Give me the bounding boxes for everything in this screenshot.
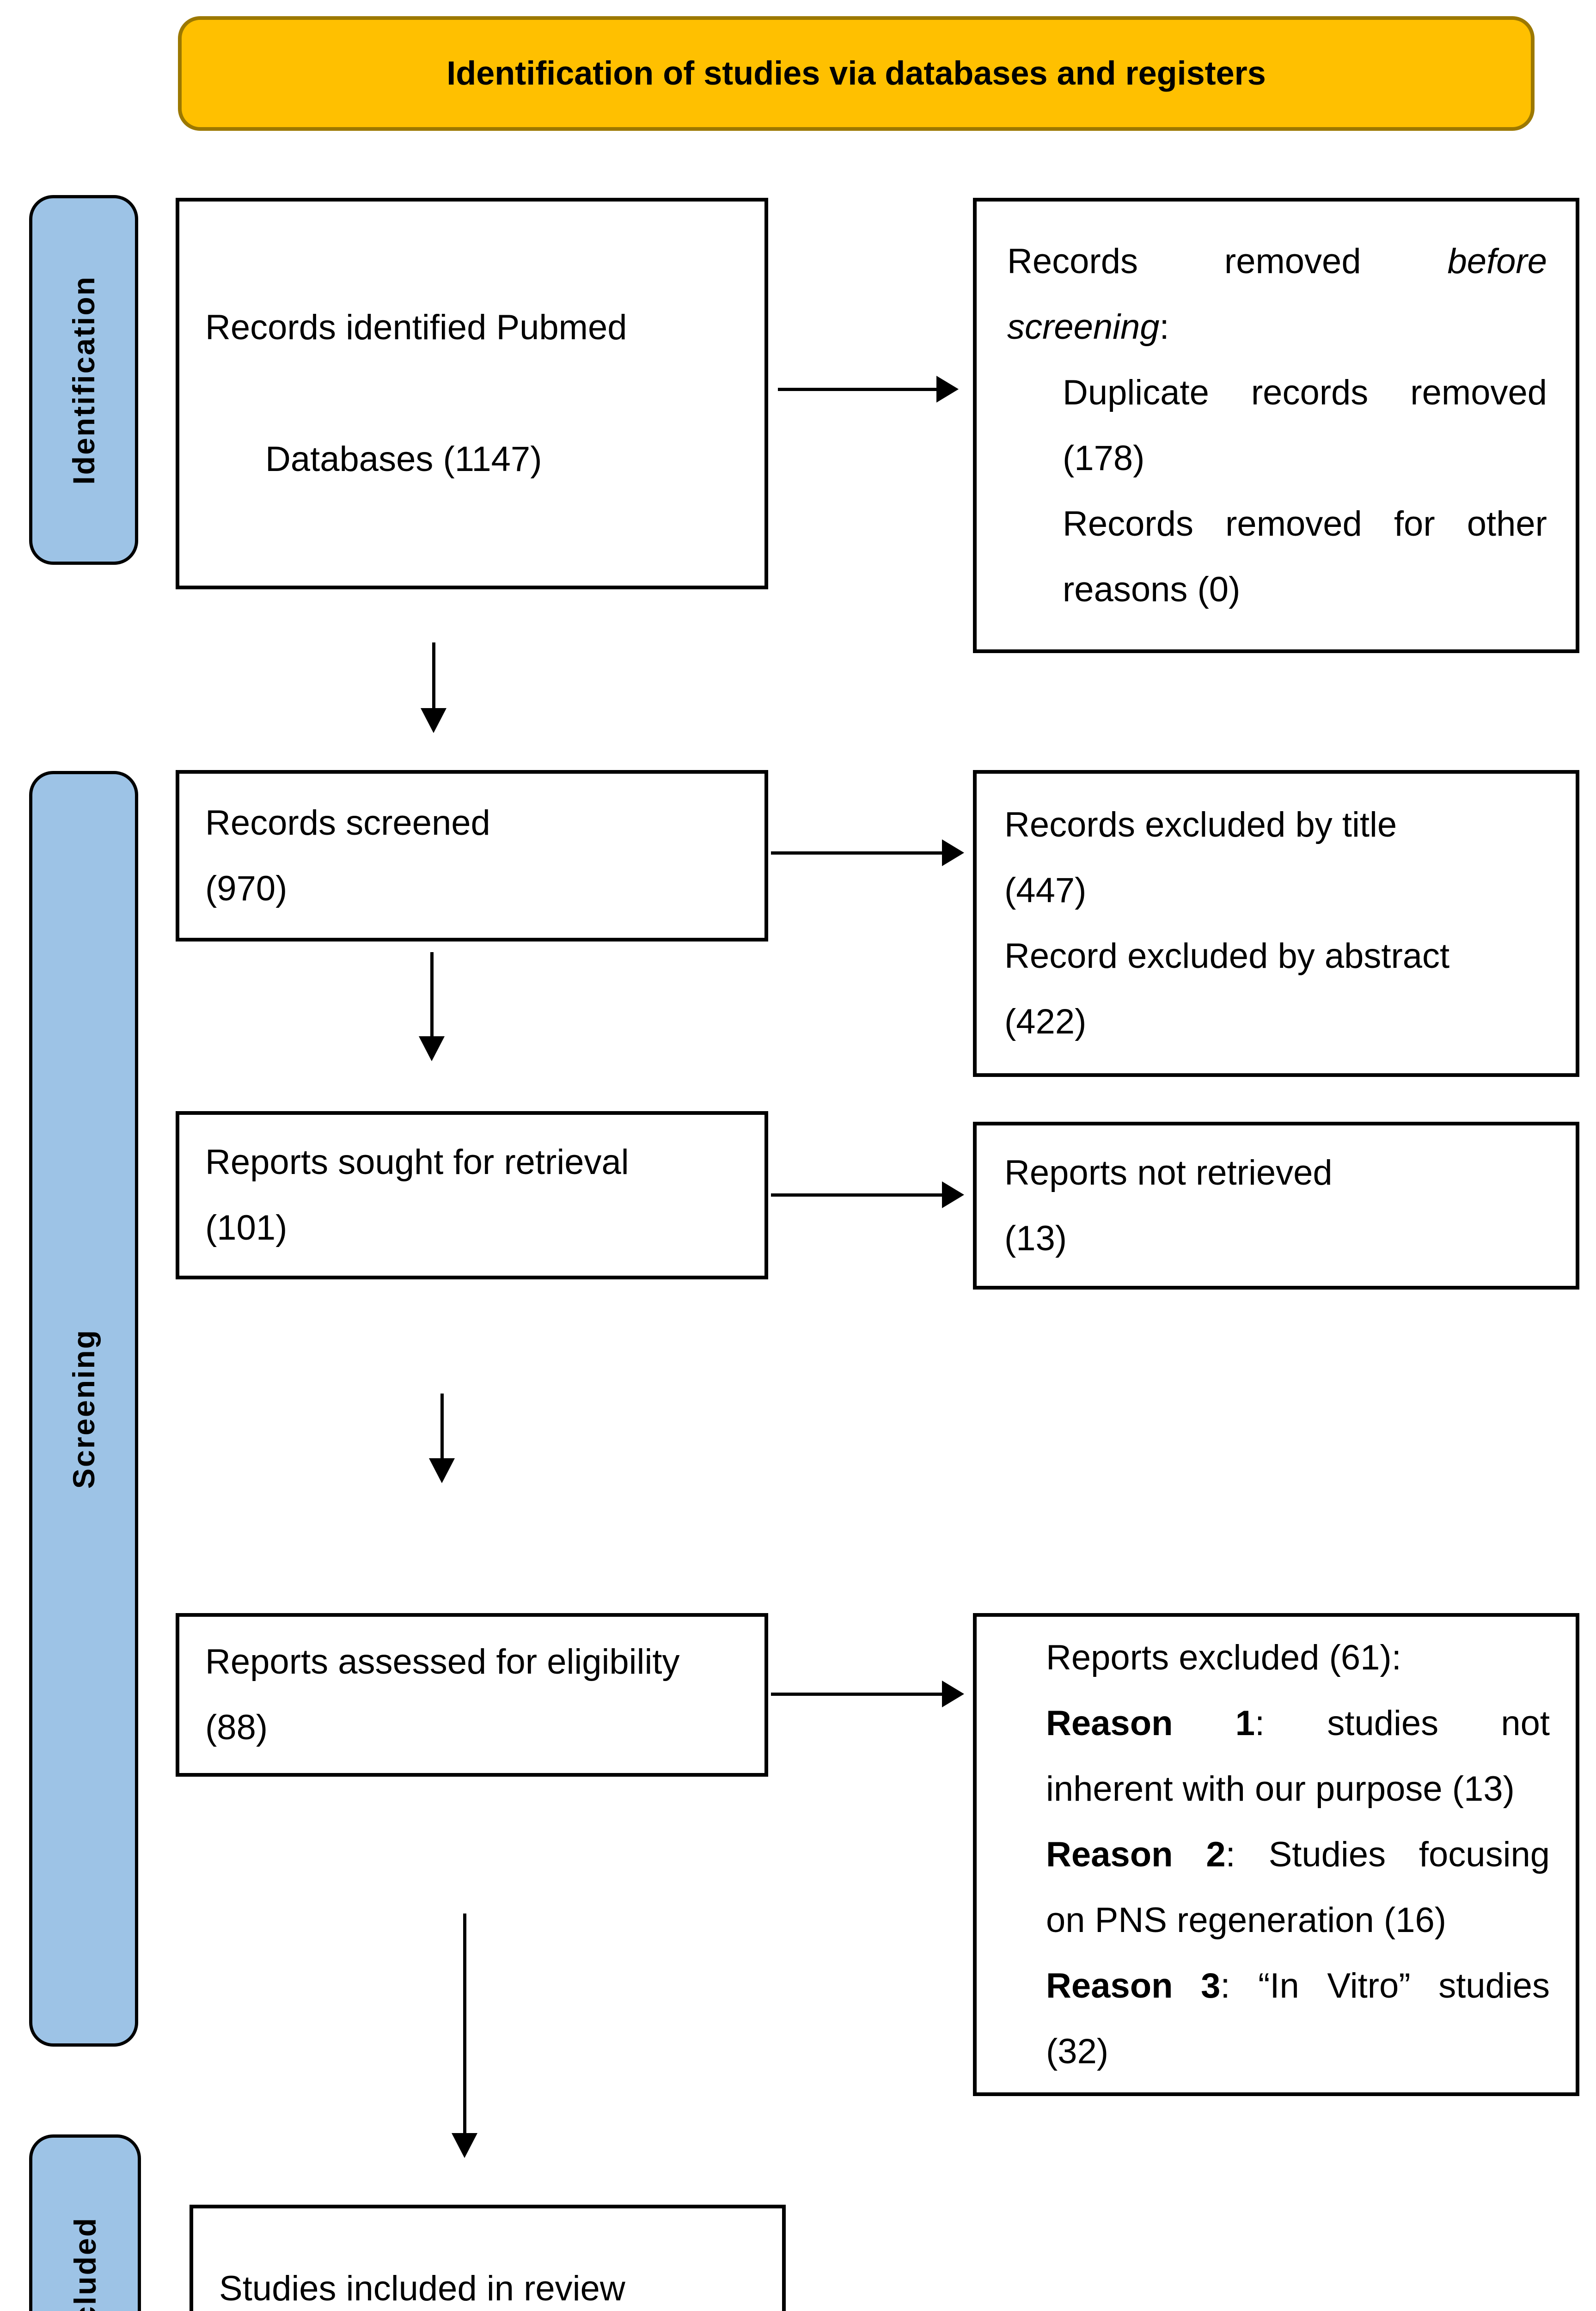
text-segment: Databases (1147) (265, 440, 542, 479)
arrow-head (942, 1181, 964, 1208)
text-line: (178) (1007, 426, 1547, 491)
text-segment: Reports not retrieved (1004, 1153, 1333, 1192)
arrow-stem (778, 388, 937, 391)
text-segment: Records removed (1007, 241, 1448, 281)
text-line: (13) (1004, 1206, 1557, 1272)
text-line: on PNS regeneration (16) (1046, 1888, 1550, 1953)
text-segment: (447) (1004, 871, 1087, 910)
text-line: Duplicate records removed (1007, 360, 1547, 426)
text-segment: : (1159, 307, 1169, 347)
arrow-head (942, 1681, 964, 1707)
text-line: Records excluded by title (1004, 792, 1557, 858)
text-line: (32) (1046, 2019, 1550, 2085)
arrow-stem (771, 851, 943, 855)
stage-label-identification: Identification (29, 195, 138, 565)
text-line: inherent with our purpose (13) (1046, 1756, 1550, 1822)
text-segment: before (1447, 241, 1547, 281)
box-reports-sought-for-retrieval: Reports sought for retrieval (101) (176, 1111, 768, 1279)
box-studies-included-in-review: Studies included in review(n =27) (190, 2205, 786, 2311)
text-segment: Reports sought for retrieval (205, 1143, 629, 1182)
text-segment: inherent with our purpose (13) (1046, 1769, 1515, 1809)
box-reports-excluded-reasons: Reports excluded (61): Reason 1: studies … (973, 1613, 1579, 2096)
text-line: Reports excluded (61): (1046, 1625, 1550, 1691)
box-records-excluded: Records excluded by title (447) Record exc… (973, 770, 1579, 1077)
text-line: Records identified Pubmed (205, 295, 751, 361)
text-line: (88) (205, 1695, 755, 1761)
text-segment: Studies included in review (219, 2269, 625, 2308)
arrow-stem (463, 1914, 466, 2134)
text-line: Databases (1147) (205, 427, 751, 492)
arrow-stem (771, 1693, 943, 1696)
arrow-stem (440, 1394, 444, 1460)
box-reports-not-retrieved: Reports not retrieved (13) (973, 1122, 1579, 1290)
text-line: (970) (205, 856, 751, 922)
text-segment: (13) (1004, 1218, 1067, 1258)
text-line: Reason 1: studies not (1046, 1691, 1550, 1756)
text-line: Records screened (205, 790, 751, 856)
arrow-head (936, 376, 959, 403)
arrow-head (452, 2133, 477, 2158)
text-line: Reports not retrieved (1004, 1140, 1557, 1206)
banner-label: Identification of studies via databases … (446, 55, 1266, 92)
text-segment: Reports assessed for eligibility (205, 1642, 680, 1681)
arrow-stem (771, 1193, 943, 1197)
text-line: (101) (205, 1195, 751, 1261)
arrow-head (419, 1036, 445, 1061)
arrow-head (421, 708, 446, 733)
text-segment: : “In Vitro” studies (1220, 1966, 1550, 2005)
text-line: reasons (0) (1007, 557, 1547, 623)
text-segment: : studies not (1255, 1703, 1550, 1743)
text-segment: Reason 1 (1046, 1703, 1255, 1743)
stage-label-screening: Screening (29, 771, 138, 2047)
text-segment: : Studies focusing (1225, 1834, 1550, 1874)
arrow-head (429, 1458, 455, 1483)
text-segment: Duplicate records removed (1063, 373, 1547, 412)
box-reports-assessed-for-eligibility: Reports assessed for eligibility (88) (176, 1613, 768, 1777)
stage-label-included: Included (29, 2134, 141, 2311)
text-segment: Record excluded by abstract (1004, 936, 1450, 976)
text-segment: (178) (1063, 438, 1145, 478)
banner-identification-of-studies: Identification of studies via databases … (178, 16, 1535, 131)
text-segment: Records excluded by title (1004, 805, 1397, 844)
arrow-stem (430, 952, 434, 1038)
text-line: Reports sought for retrieval (205, 1130, 751, 1195)
text-segment: Records removed for other (1063, 504, 1547, 544)
text-line: Records removed for other (1007, 491, 1547, 557)
text-segment: (32) (1046, 2031, 1109, 2071)
text-segment: (422) (1004, 1002, 1087, 1041)
text-segment: Records screened (205, 803, 490, 843)
stage-identification-text: Identification (67, 275, 101, 485)
text-segment: on PNS regeneration (16) (1046, 1900, 1447, 1940)
stage-screening-text: Screening (67, 1328, 101, 1489)
text-segment: screening (1007, 307, 1160, 347)
text-segment: (101) (205, 1208, 287, 1247)
text-line: (422) (1004, 989, 1557, 1055)
text-segment: Records identified Pubmed (205, 308, 627, 347)
arrow-stem (432, 642, 435, 709)
text-segment: Reports excluded (61): (1046, 1638, 1401, 1677)
text-line: Studies included in review (219, 2256, 768, 2311)
text-line: Record excluded by abstract (1004, 923, 1557, 989)
arrow-head (942, 839, 964, 866)
text-line: Reason 2: Studies focusing (1046, 1822, 1550, 1888)
text-line: Reason 3: “In Vitro” studies (1046, 1953, 1550, 2019)
stage-included-text: Included (68, 2217, 102, 2311)
text-segment: Reason 2 (1046, 1834, 1226, 1874)
box-records-screened: Records screened (970) (176, 770, 768, 942)
text-segment: (970) (205, 868, 287, 908)
text-line: (447) (1004, 858, 1557, 923)
text-segment: reasons (0) (1063, 569, 1241, 609)
text-line: screening: (1007, 294, 1547, 360)
text-line: Records removed before (1007, 229, 1547, 294)
text-line: Reports assessed for eligibility (205, 1629, 755, 1695)
text-segment: (88) (205, 1708, 268, 1747)
text-segment: Reason 3 (1046, 1966, 1221, 2005)
